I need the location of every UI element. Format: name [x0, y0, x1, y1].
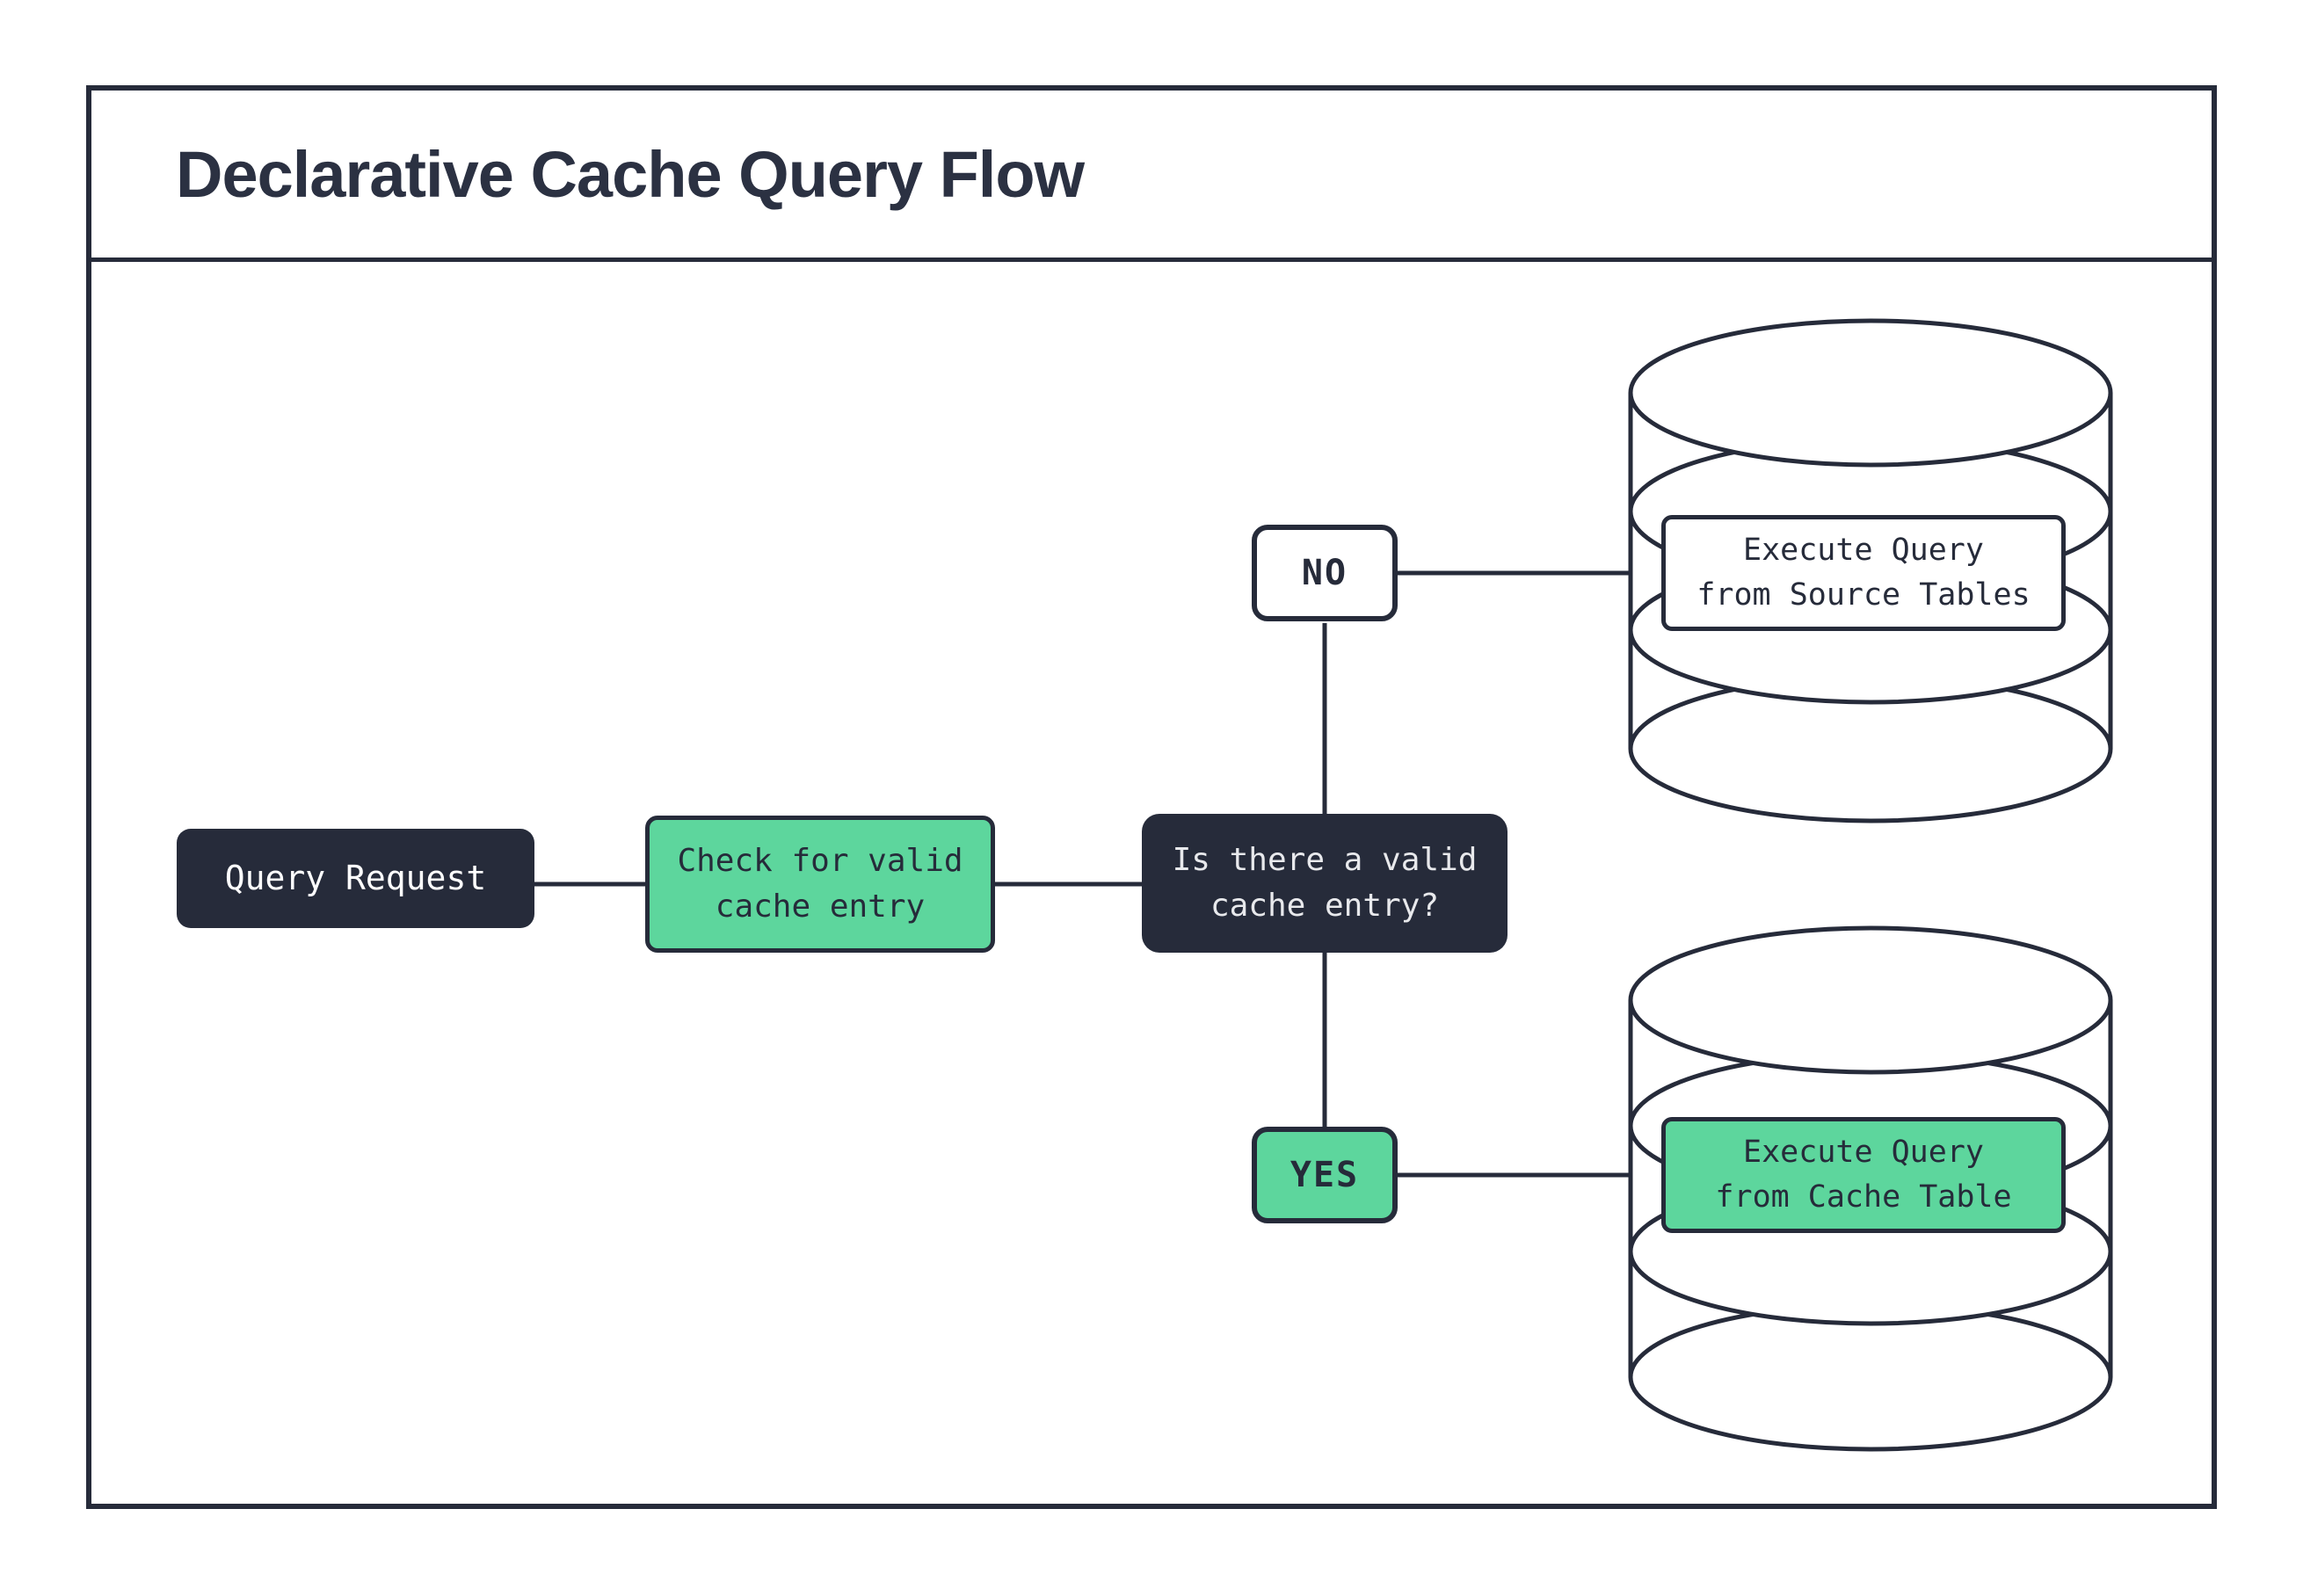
title-bar: Declarative Cache Query Flow [91, 91, 2212, 262]
page-title: Declarative Cache Query Flow [176, 137, 1085, 211]
execute-source-query-node: Execute Query from Source Tables [1661, 515, 2066, 631]
execute-cache-query-node: Execute Query from Cache Table [1661, 1117, 2066, 1233]
diagram-frame: Declarative Cache Query Flow [86, 85, 2217, 1509]
query-request-node: Query Request [177, 829, 534, 928]
no-branch-label: NO [1252, 525, 1398, 621]
check-cache-node: Check for valid cache entry [645, 816, 995, 953]
yes-branch-label: YES [1252, 1127, 1398, 1223]
decision-node: Is there a valid cache entry? [1142, 814, 1507, 953]
